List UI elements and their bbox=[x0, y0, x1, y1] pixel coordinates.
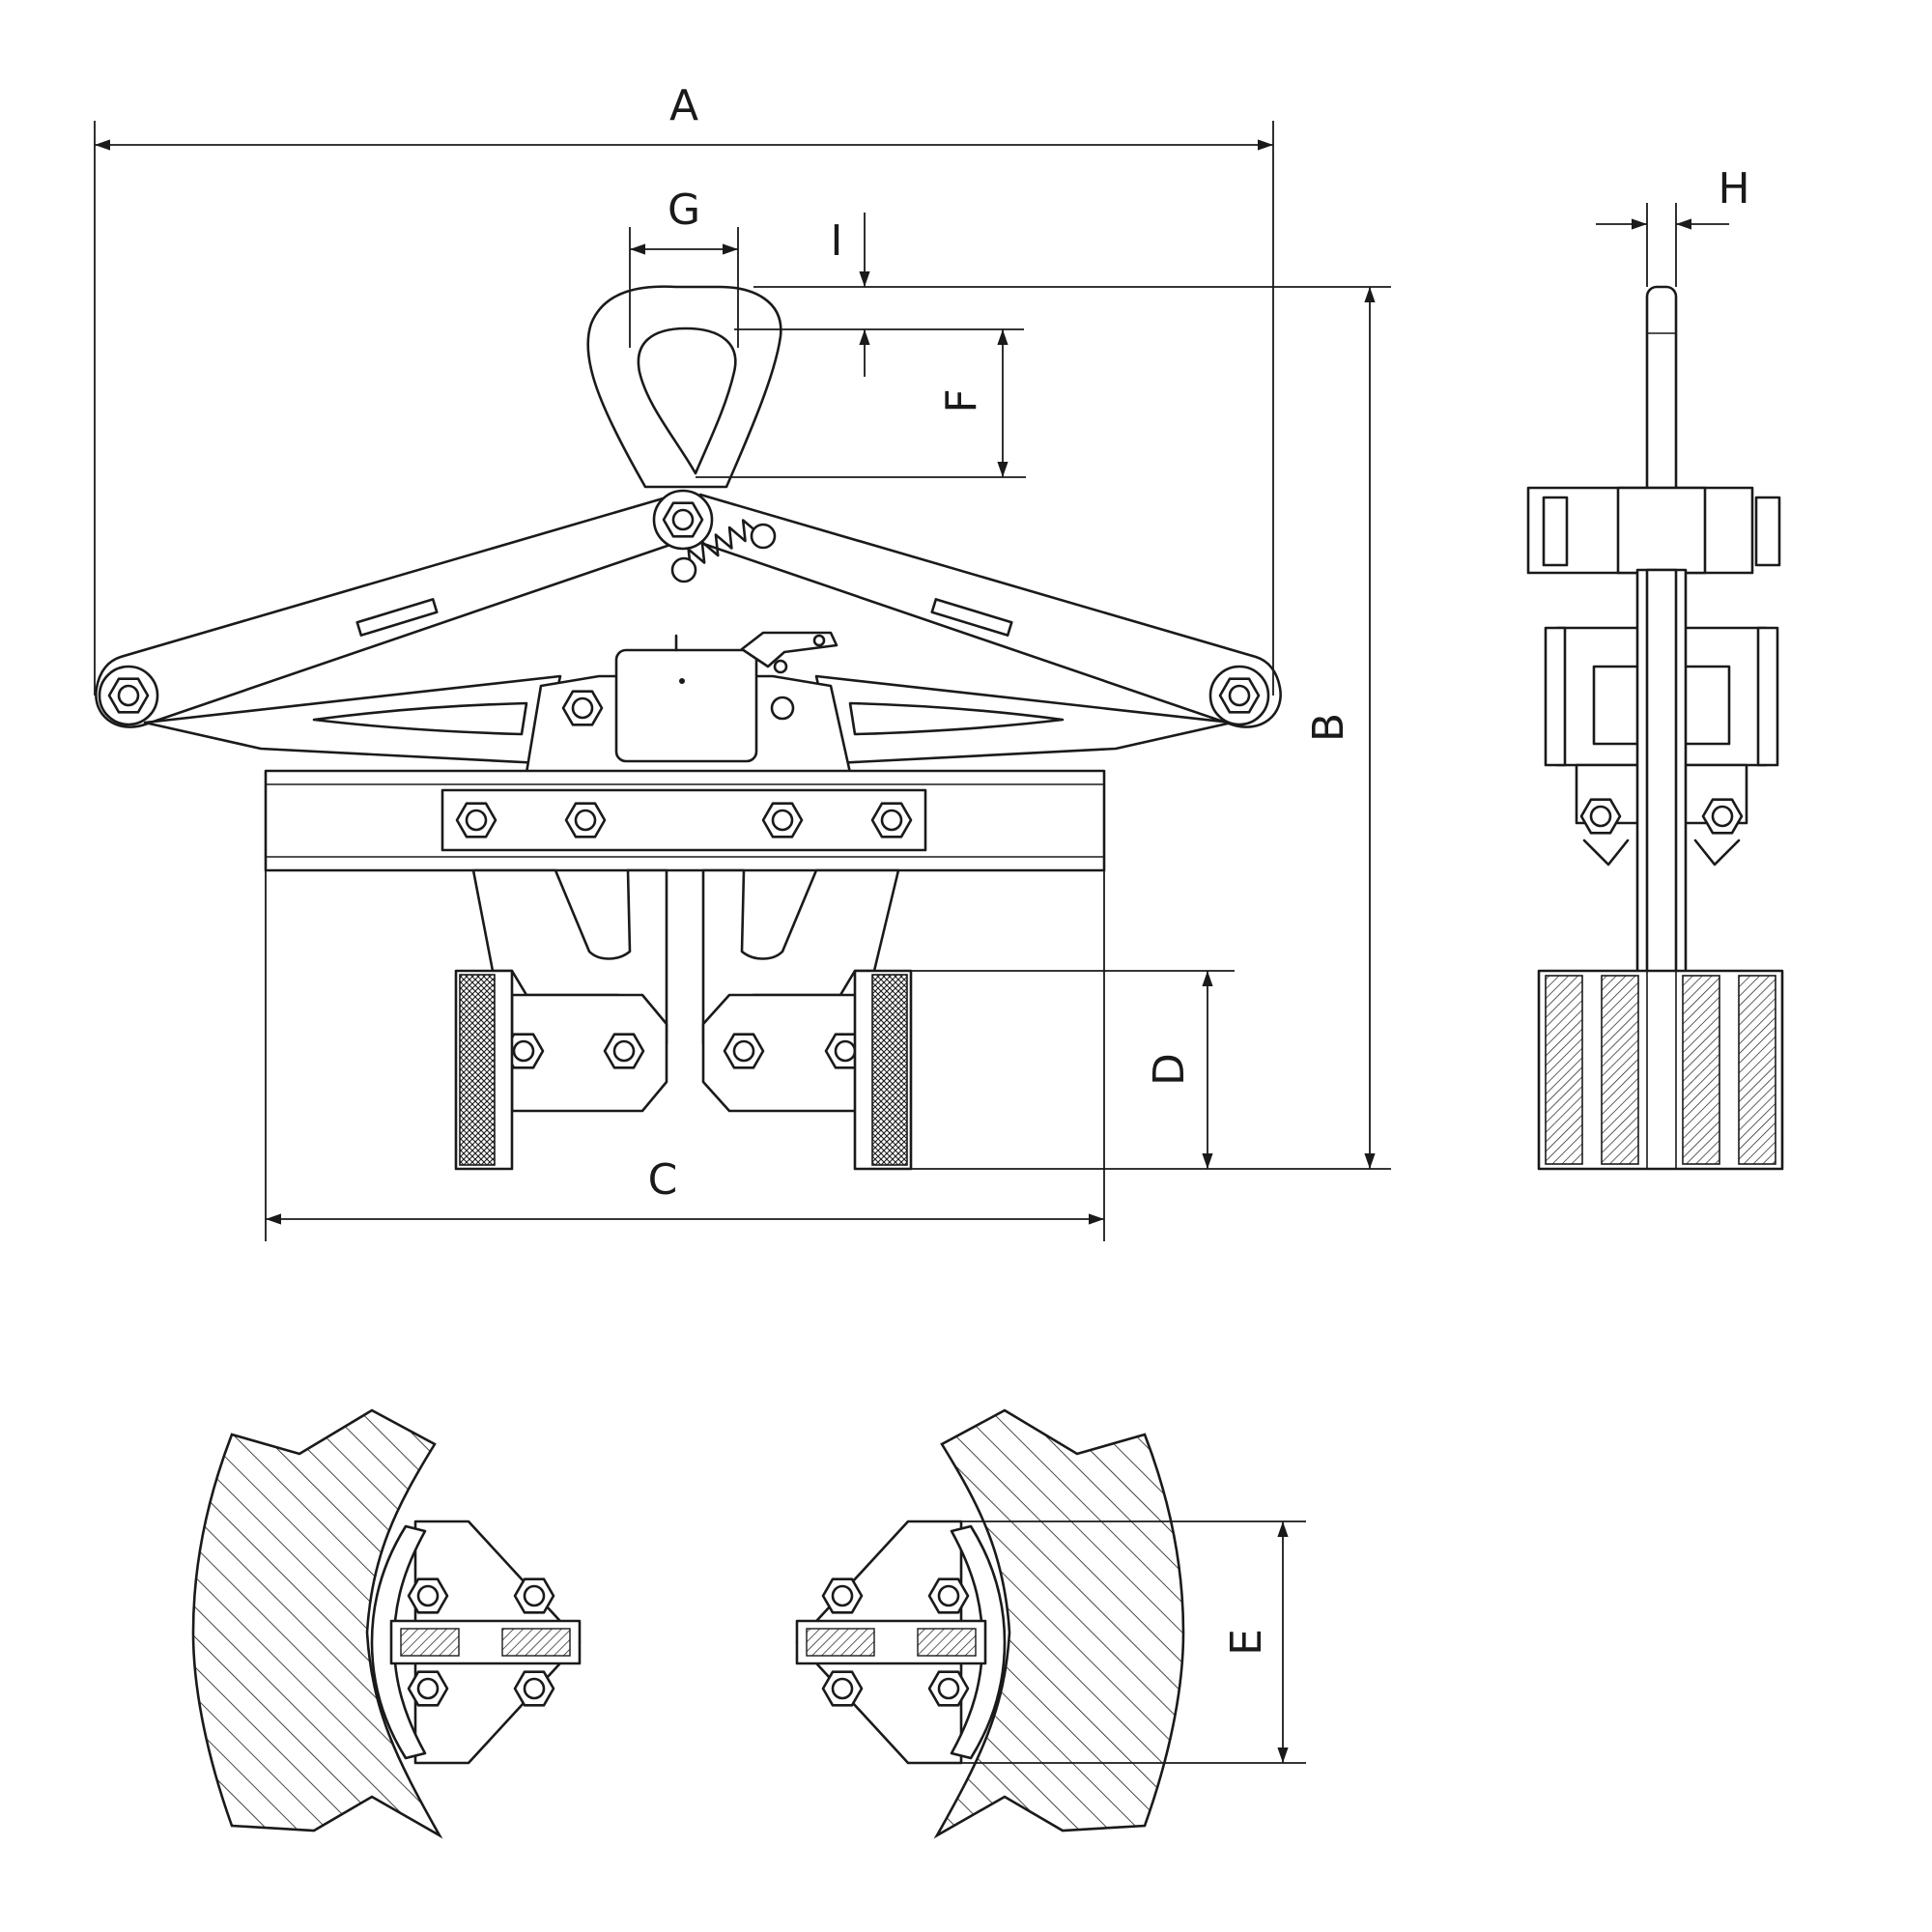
dimension-label-c: C bbox=[648, 1155, 678, 1205]
right-gripping-pad bbox=[853, 969, 913, 1171]
dimension-label-e: E bbox=[1222, 1629, 1271, 1656]
dimension-h: H bbox=[1596, 164, 1750, 287]
dimension-f: F bbox=[696, 329, 1026, 478]
dimension-c: C bbox=[265, 870, 1105, 1241]
dimension-label-h: H bbox=[1718, 164, 1749, 213]
dimension-label-d: D bbox=[1145, 1053, 1194, 1086]
dimension-label-a: A bbox=[669, 81, 698, 130]
right-workpiece-section bbox=[933, 1408, 1185, 1839]
dimension-label-g: G bbox=[668, 185, 700, 235]
left-plan-jaw bbox=[370, 1520, 582, 1765]
crossbar-clamp-plate bbox=[440, 788, 927, 852]
dimension-e: E bbox=[908, 1520, 1306, 1764]
lock-lever bbox=[740, 631, 838, 668]
left-workpiece-section bbox=[191, 1408, 443, 1839]
dimension-b: B bbox=[911, 287, 1391, 1170]
right-plan-jaw bbox=[795, 1520, 1007, 1765]
front-view: A G I F B bbox=[94, 81, 1391, 1241]
dimension-label-f: F bbox=[937, 388, 986, 412]
dimension-label-i: I bbox=[831, 216, 843, 266]
dimension-g: G bbox=[629, 185, 739, 348]
lock-box bbox=[614, 648, 758, 763]
dimension-a: A bbox=[94, 81, 1274, 696]
side-gripping-pads bbox=[1537, 969, 1784, 1171]
dimension-i: I bbox=[734, 213, 1391, 377]
lifting-eye bbox=[586, 285, 782, 489]
lifting-eye-hole bbox=[637, 327, 737, 475]
left-gripping-pad bbox=[454, 969, 514, 1171]
dimension-label-b: B bbox=[1304, 713, 1353, 742]
spring bbox=[687, 519, 760, 572]
side-view: H bbox=[1526, 164, 1784, 1171]
dimension-d: D bbox=[911, 970, 1235, 1169]
plan-detail: E bbox=[191, 1408, 1306, 1839]
